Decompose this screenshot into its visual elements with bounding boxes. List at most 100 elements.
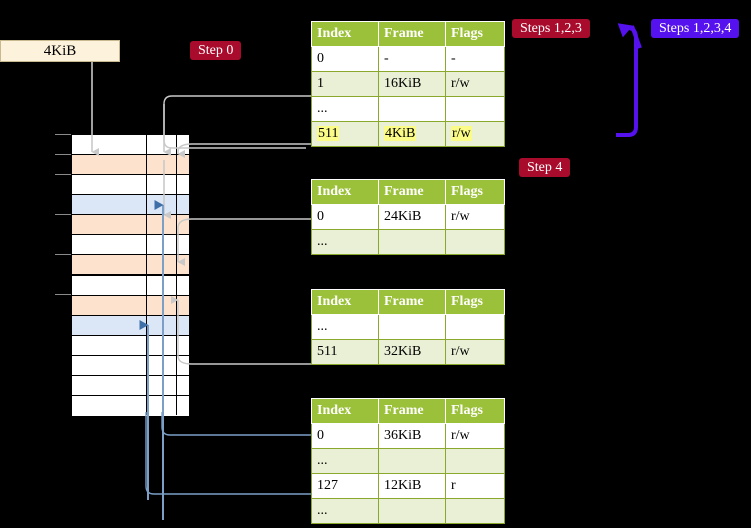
memory-row [72, 295, 189, 316]
cell-flags [445, 96, 505, 122]
table-row: ... [311, 448, 505, 474]
cell-frame [378, 448, 446, 474]
memory-row [72, 395, 189, 416]
cell-index: 511 [311, 121, 379, 147]
cell-flags: r/w [445, 204, 505, 230]
cell-flags [445, 448, 505, 474]
column-header-frame: Frame [378, 289, 446, 315]
cell-frame [378, 96, 446, 122]
table-header-row: Index Frame Flags [311, 398, 505, 424]
cell-flags [445, 314, 505, 340]
column-header-frame: Frame [378, 398, 446, 424]
cell-index: 0 [311, 46, 379, 72]
column-header-flags: Flags [445, 21, 505, 47]
memory-tick [55, 294, 71, 295]
memory-row [72, 355, 189, 376]
cell-index: 1 [311, 71, 379, 97]
column-header-flags: Flags [445, 289, 505, 315]
memory-row [72, 135, 189, 156]
wire-pt-row127 [145, 412, 311, 495]
memory-row [72, 195, 189, 216]
table-header-row: Index Frame Flags [311, 21, 505, 47]
cell-index: 0 [311, 204, 379, 230]
memory-row [72, 275, 189, 296]
wire-pdp-row0 [177, 218, 311, 266]
bracket-arrow-head [617, 23, 642, 49]
cell-frame-text: 4KiB [384, 126, 417, 141]
table-row: ... [311, 229, 505, 255]
table-row: 1 16KiB r/w [311, 71, 505, 97]
pml4-table: Index Frame Flags 0 - - 1 16KiB r/w ... [311, 21, 505, 147]
table-row: ... [311, 314, 505, 340]
cell-frame [378, 498, 446, 524]
wire-pml4-row511-to-memory [177, 143, 311, 158]
cell-index: ... [311, 498, 379, 524]
cell-flags: r/w [445, 423, 505, 449]
cell-index: ... [311, 314, 379, 340]
cell-frame: 16KiB [378, 71, 446, 97]
column-header-index: Index [311, 179, 379, 205]
memory-tick [55, 134, 71, 135]
cell-flags: r/w [445, 121, 505, 147]
table-row: ... [311, 498, 505, 524]
cell-frame: 36KiB [378, 423, 446, 449]
memory-row [72, 235, 189, 256]
size-label-4kib: 4KiB [0, 40, 120, 62]
memory-row [72, 375, 189, 396]
table-row: 127 12KiB r [311, 473, 505, 499]
memory-tick [55, 254, 71, 255]
table-row: ... [311, 96, 505, 122]
bracket-steps [616, 26, 638, 137]
step-4-badge: Step 4 [519, 158, 571, 177]
cell-frame: 24KiB [378, 204, 446, 230]
step-0-badge: Step 0 [190, 41, 242, 60]
cell-flags: r/w [445, 71, 505, 97]
cell-index: 511 [311, 339, 379, 365]
cell-frame: - [378, 46, 446, 72]
cell-index: ... [311, 448, 379, 474]
memory-row [72, 215, 189, 236]
column-header-flags: Flags [445, 398, 505, 424]
memory-tick [55, 154, 71, 155]
column-header-frame: Frame [378, 179, 446, 205]
cell-flags: r [445, 473, 505, 499]
cell-index: 127 [311, 473, 379, 499]
table-row: 0 - - [311, 46, 505, 72]
cell-frame: 12KiB [378, 473, 446, 499]
memory-row [72, 175, 189, 196]
cell-flags [445, 498, 505, 524]
column-header-frame: Frame [378, 21, 446, 47]
steps-1234-badge: Steps 1,2,3,4 [651, 19, 740, 38]
cell-index: ... [311, 229, 379, 255]
memory-grid-divider-1 [146, 134, 147, 415]
cell-frame [378, 314, 446, 340]
pt-table: Index Frame Flags 0 36KiB r/w ... 127 12… [311, 398, 505, 524]
steps-123-badge: Steps 1,2,3 [512, 19, 590, 38]
memory-row [72, 335, 189, 356]
cell-flags [445, 229, 505, 255]
memory-row [72, 315, 189, 336]
wire-pd-row511 [171, 296, 311, 365]
cell-flags-text: r/w [451, 126, 472, 141]
pd-table: Index Frame Flags ... 511 32KiB r/w [311, 289, 505, 365]
column-header-index: Index [311, 289, 379, 315]
memory-row [72, 155, 189, 176]
cell-index-text: 511 [317, 126, 340, 141]
column-header-index: Index [311, 21, 379, 47]
cell-frame [378, 229, 446, 255]
table-row: 0 24KiB r/w [311, 204, 505, 230]
cell-index: 0 [311, 423, 379, 449]
cell-frame: 4KiB [378, 121, 446, 147]
column-header-index: Index [311, 398, 379, 424]
column-header-flags: Flags [445, 179, 505, 205]
table-header-row: Index Frame Flags [311, 289, 505, 315]
memory-grid-divider-2 [176, 134, 177, 415]
table-row: 511 32KiB r/w [311, 339, 505, 365]
cell-index: ... [311, 96, 379, 122]
memory-tick [55, 174, 71, 175]
table-row-highlighted: 511 4KiB r/w [311, 121, 505, 147]
memory-row [72, 255, 189, 276]
cell-flags: r/w [445, 339, 505, 365]
physical-memory-column [71, 134, 190, 416]
